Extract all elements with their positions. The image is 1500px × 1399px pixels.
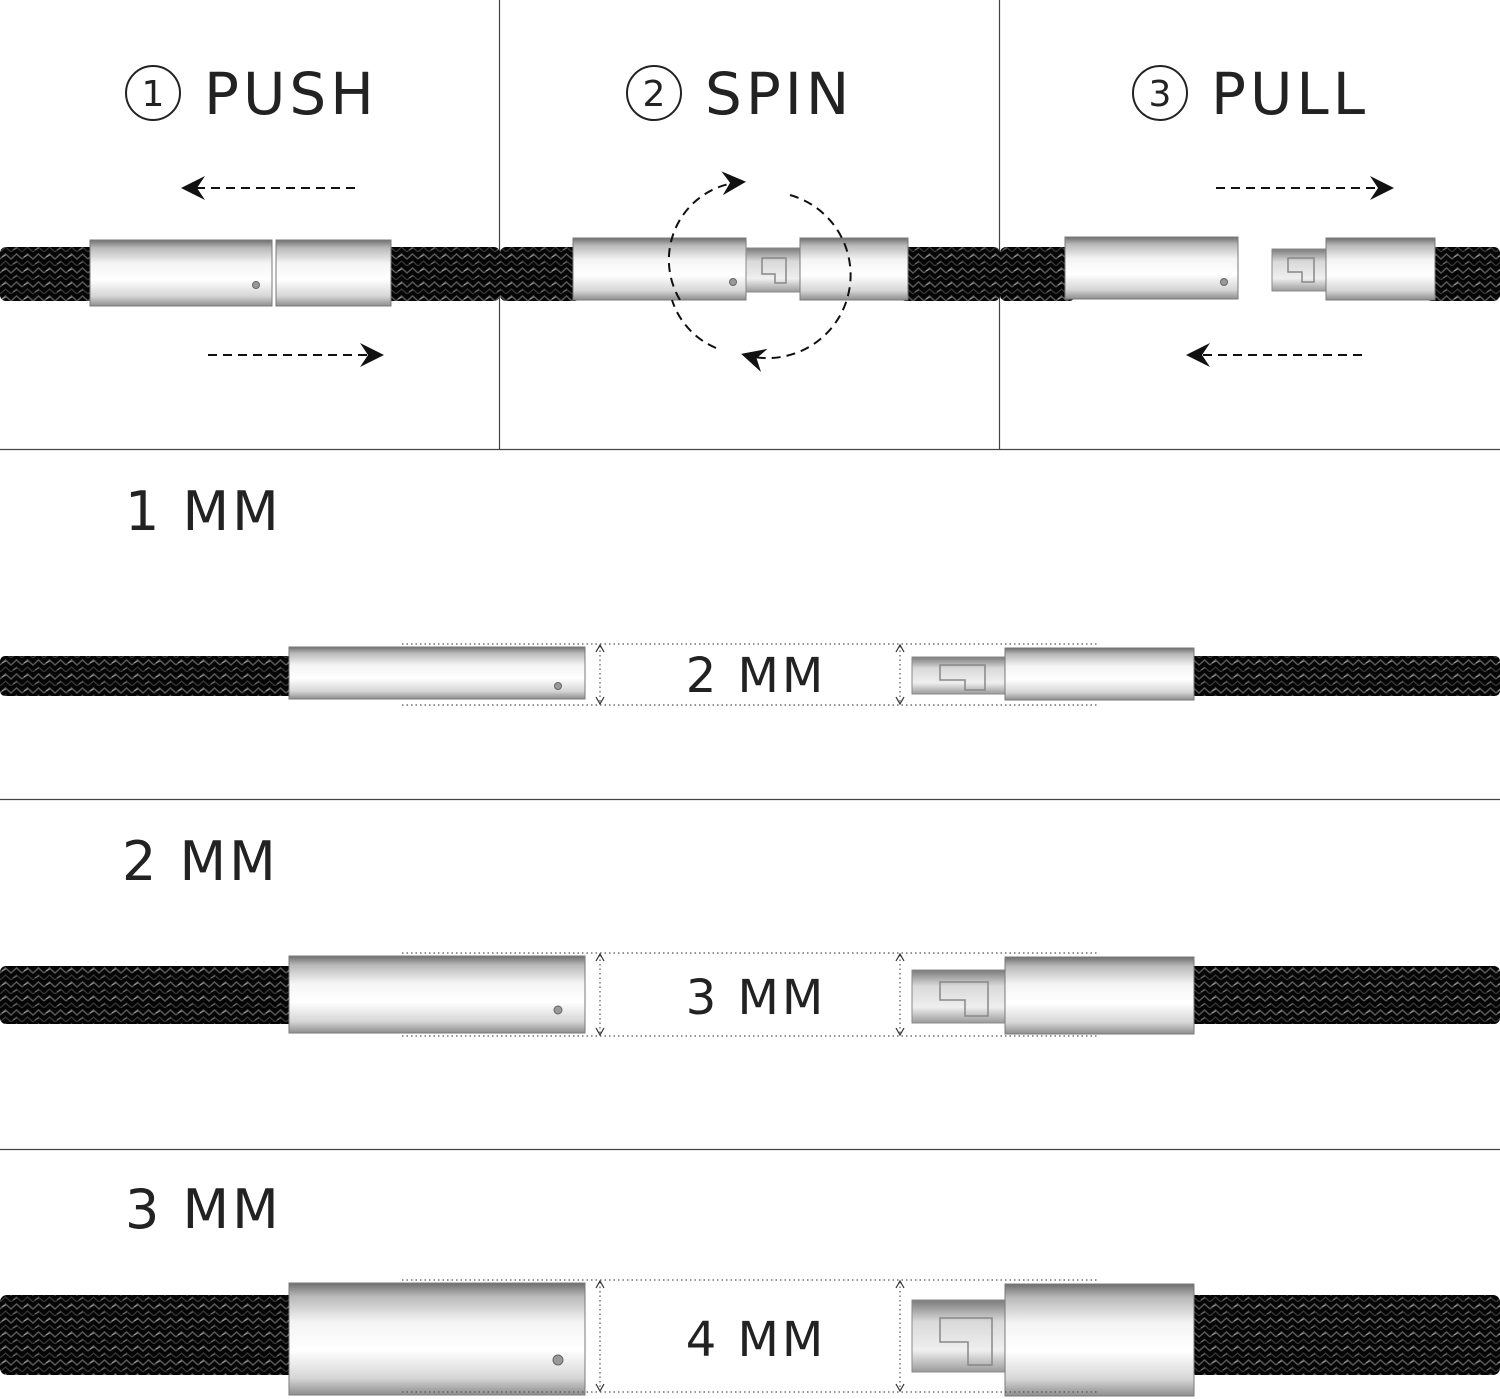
dimension-guides bbox=[402, 952, 1097, 1037]
clasp-insert bbox=[911, 969, 1007, 1024]
step-label: PUSH bbox=[204, 60, 378, 128]
spin-arrow-top-icon bbox=[667, 171, 746, 301]
clasp-right bbox=[1004, 1283, 1195, 1397]
clasp-right bbox=[275, 239, 392, 307]
cord bbox=[1185, 966, 1500, 1024]
clasp-insert bbox=[745, 247, 801, 293]
size-row-3mm: 3 MM 4 MM bbox=[0, 1178, 1500, 1397]
clasp-left bbox=[288, 646, 586, 700]
cord bbox=[1185, 656, 1500, 696]
clasp-right bbox=[1325, 237, 1436, 301]
cord bbox=[1425, 247, 1500, 301]
clasp-right bbox=[1004, 647, 1195, 701]
step-pull-header: 3 PULL bbox=[1132, 60, 1369, 128]
cord bbox=[1185, 1295, 1500, 1375]
step-number: 2 bbox=[643, 74, 666, 115]
dimension-guides bbox=[402, 1279, 1097, 1393]
panel-dividers bbox=[0, 0, 1500, 1151]
cord bbox=[0, 247, 100, 301]
cord-size-label: 3 MM bbox=[125, 1178, 282, 1241]
step-number: 1 bbox=[142, 74, 165, 115]
dimension-guides bbox=[402, 643, 1097, 706]
step-label: PULL bbox=[1211, 60, 1369, 128]
cord bbox=[500, 247, 580, 301]
clasp-size-label: 3 MM bbox=[686, 970, 827, 1026]
clasp-right bbox=[799, 237, 909, 301]
step-spin-header: 2 SPIN bbox=[626, 60, 853, 128]
size-row-2mm: 2 MM 3 MM bbox=[0, 830, 1500, 1037]
clasp-size-label: 4 MM bbox=[686, 1312, 827, 1368]
spin-illustration bbox=[500, 171, 1000, 372]
spin-arrow-bottom-icon bbox=[741, 194, 852, 372]
cord bbox=[0, 1295, 300, 1375]
size-row-1mm: 1 MM 2 MM bbox=[0, 480, 1500, 706]
clasp-left bbox=[89, 239, 273, 307]
step-number: 3 bbox=[1149, 74, 1172, 115]
push-illustration bbox=[0, 176, 500, 367]
cord bbox=[900, 247, 1000, 301]
clasp-size-label: 2 MM bbox=[686, 648, 827, 704]
clasp-insert bbox=[911, 656, 1007, 695]
clasp-left bbox=[1064, 236, 1239, 300]
clasp-left bbox=[288, 955, 586, 1034]
step-push-header: 1 PUSH bbox=[125, 60, 378, 128]
clasp-left bbox=[288, 1282, 586, 1396]
step-number-badge bbox=[626, 65, 682, 121]
cord-size-label: 1 MM bbox=[125, 480, 282, 543]
cord bbox=[1000, 247, 1075, 301]
clasp-insert bbox=[1271, 248, 1329, 292]
step-number-badge bbox=[1132, 65, 1188, 121]
clasp-right bbox=[1004, 956, 1195, 1035]
step-number-badge bbox=[125, 65, 181, 121]
clasp-left bbox=[572, 237, 747, 301]
step-label: SPIN bbox=[705, 60, 853, 128]
cord bbox=[380, 247, 500, 301]
cord-size-label: 2 MM bbox=[122, 830, 279, 893]
pull-illustration bbox=[1000, 176, 1500, 367]
cord bbox=[0, 966, 300, 1024]
cord bbox=[0, 656, 300, 696]
